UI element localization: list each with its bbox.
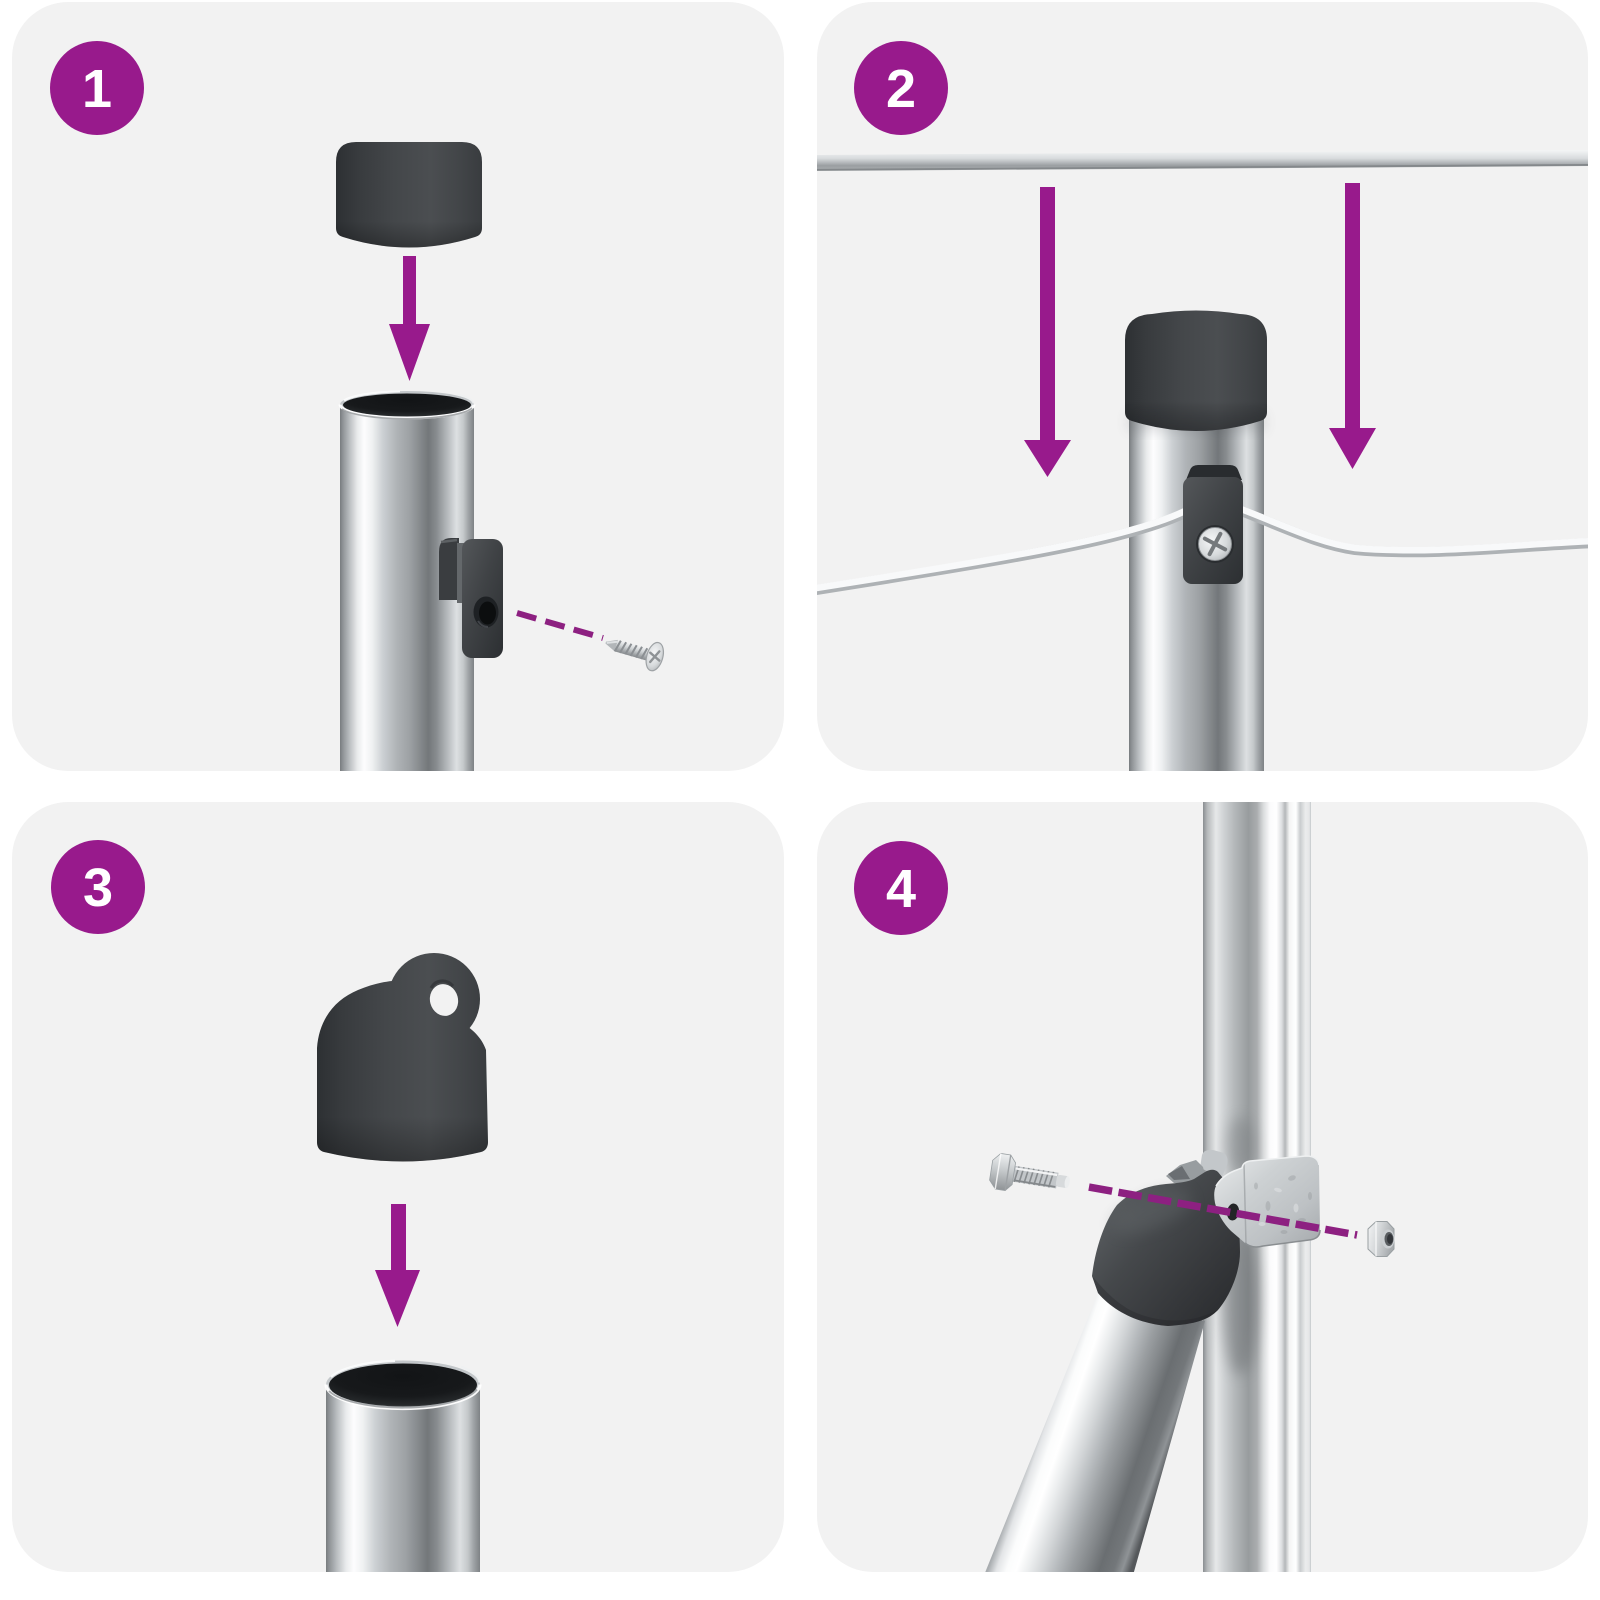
svg-text:4: 4: [886, 859, 916, 919]
svg-text:3: 3: [83, 858, 113, 918]
svg-text:1: 1: [82, 59, 112, 119]
svg-text:2: 2: [886, 59, 916, 119]
